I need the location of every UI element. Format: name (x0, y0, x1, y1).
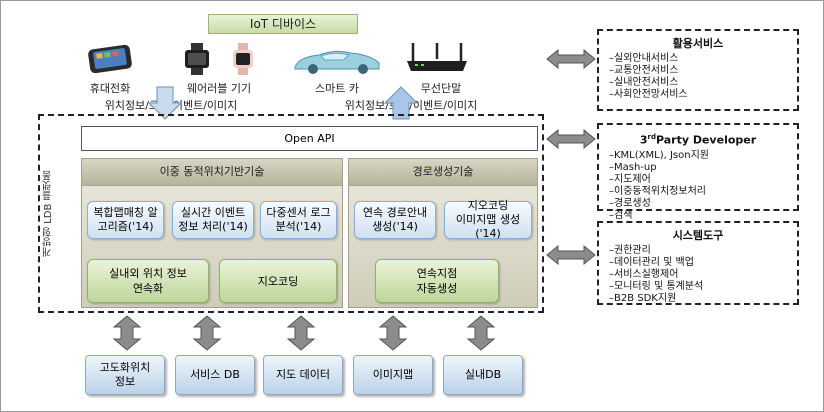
developer-item: –경로생성 (609, 197, 651, 209)
double-arrow-horizontal-icon (546, 128, 596, 150)
double-arrow-icon (466, 315, 496, 351)
up-arrow-icon (383, 85, 419, 121)
router-icon (405, 41, 469, 75)
module-map-matching: 복합맵매칭 알 고리즘('14) (87, 201, 164, 239)
device-label-car: 스마트 카 (315, 82, 359, 95)
system-tool-item: –B2B SDK지원 (609, 293, 677, 304)
system-tool-item: –데이터관리 및 백업 (609, 257, 694, 268)
device-label-router: 무선단말 (420, 82, 462, 95)
double-arrow-icon (112, 315, 142, 351)
smartwatch-pink-icon (231, 43, 255, 75)
module-auto-point-generation: 연속지점 자동생성 (375, 259, 499, 303)
developer-item: –검색 (609, 209, 633, 221)
store-advanced-location: 고도화위치 정보 (85, 355, 165, 395)
system-tools-title: 시스템도구 (672, 229, 724, 242)
service-item: –교통안전서비스 (609, 65, 679, 76)
developer-item: –KML(XML), Json지원 (609, 149, 709, 161)
flow-label-right: 위치정보/로그/이벤트/이미지 (344, 99, 478, 112)
store-indoor-db: 실내DB (443, 355, 523, 395)
double-arrow-icon (378, 315, 408, 351)
third-party-developer-title: 3rdParty Developer (639, 133, 757, 147)
store-map-data: 지도 데이터 (263, 355, 343, 395)
developer-item: –Mash-up (609, 161, 657, 173)
device-label-phone: 휴대전화 (89, 82, 131, 95)
service-item: –실외안내서비스 (609, 53, 679, 64)
service-item: –사회안전망서비스 (609, 89, 688, 100)
route-generation-panel-title: 경로생성기술 (349, 159, 537, 186)
module-realtime-event: 실시간 이벤트 정보 처리('14) (172, 201, 254, 239)
smartwatch-icon (181, 43, 213, 75)
module-continuous-route: 연속 경로안내 생성('14) (354, 201, 436, 239)
service-item: –실내안전서비스 (609, 77, 679, 88)
store-service-db: 서비스 DB (175, 355, 255, 395)
store-image-map: 이미지맵 (353, 355, 433, 395)
iot-devices-title: IoT 디바이스 (208, 14, 358, 34)
service-box: 활용서비스 –실외안내서비스 –교통안전서비스 –실내안전서비스 –사회안전망서… (597, 29, 799, 111)
system-tool-item: –권한관리 (609, 245, 651, 256)
module-indoor-outdoor-location: 실내외 위치 정보 연속화 (87, 259, 209, 303)
dynamic-location-panel-title: 이중 동적위치기반기술 (82, 159, 342, 186)
developer-item: –이중동적위치정보처리 (609, 185, 706, 197)
down-arrow-icon (147, 85, 183, 121)
double-arrow-icon (192, 315, 222, 351)
car-icon (291, 47, 383, 75)
double-arrow-horizontal-icon (546, 244, 596, 266)
developer-item: –지도제어 (609, 173, 651, 185)
smartphone-icon (85, 41, 135, 77)
double-arrow-icon (286, 315, 316, 351)
module-geocoding: 지오코딩 (219, 259, 337, 303)
third-party-developer-box: 3rdParty Developer –KML(XML), Json지원 –Ma… (597, 123, 799, 221)
system-tool-item: –서비스실행제어 (609, 269, 679, 280)
open-api-bar: Open API (81, 126, 538, 151)
ldb-platform-container (38, 114, 544, 313)
device-label-wearable: 웨어러블 기기 (186, 82, 252, 95)
platform-vertical-label: 개방형 LDB 플랫폼 (43, 170, 54, 257)
module-geocoding-imagemap: 지오코딩 이미지맵 생성 ('14) (444, 199, 532, 240)
system-tool-item: –모니터링 및 통계분석 (609, 281, 704, 292)
module-multi-sensor-log: 다중센서 로그 분석('14) (260, 201, 337, 239)
double-arrow-horizontal-icon (546, 48, 596, 70)
service-box-title: 활용서비스 (672, 37, 724, 50)
system-tools-box: 시스템도구 –권한관리 –데이터관리 및 백업 –서비스실행제어 –모니터링 및… (597, 221, 799, 305)
